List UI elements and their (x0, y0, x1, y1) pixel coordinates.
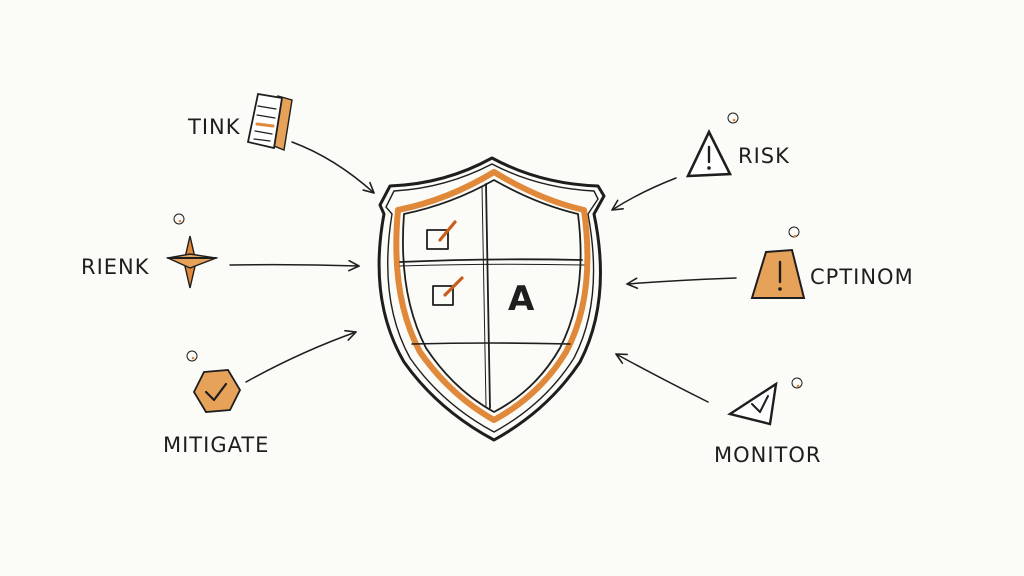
checkbox-icon (432, 276, 464, 306)
shield-icon (377, 156, 606, 442)
label-cptinom: CPTINOM (810, 265, 914, 289)
arrow-cptinom (626, 277, 737, 290)
warning-triangle-icon (685, 112, 739, 178)
arrow-mitigate (245, 329, 357, 383)
label-monitor: MONITOR (714, 443, 822, 467)
arrow-risk (611, 177, 677, 211)
arrow-rienk (229, 259, 360, 272)
label-rienk: RIENK (81, 255, 150, 279)
label-risk: RISK (738, 144, 790, 168)
label-mitigate: MITIGATE (163, 433, 269, 457)
compass-icon (165, 213, 219, 289)
arrow-tink (291, 141, 375, 194)
shield-letter: A (508, 279, 535, 319)
hexagon-check-icon (186, 350, 242, 413)
arrow-monitor (615, 353, 709, 403)
warning-trapezoid-icon (750, 226, 806, 299)
document-icon (246, 92, 293, 151)
checkbox-icon (426, 220, 457, 250)
triangle-check-icon (727, 377, 803, 426)
label-tink: TINK (187, 115, 241, 139)
